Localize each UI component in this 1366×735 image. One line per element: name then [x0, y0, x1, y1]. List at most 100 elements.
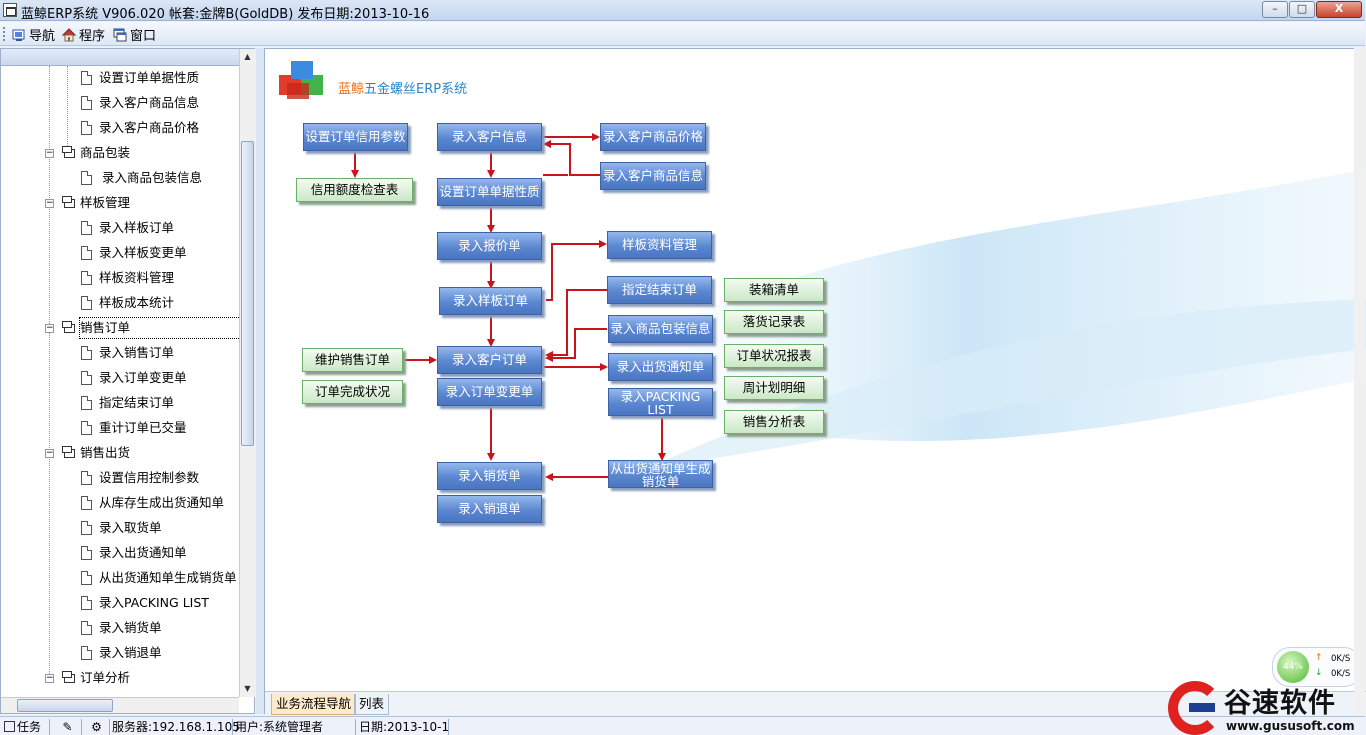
- collapse-icon[interactable]: −: [45, 323, 54, 333]
- tree-item-label: 录入商品包装信息: [102, 170, 203, 185]
- scrollbar-thumb[interactable]: [241, 141, 254, 446]
- tree-item[interactable]: 录入客户商品信息: [81, 93, 199, 113]
- flow-button-generate-sales[interactable]: 从出货通知单生成销货单: [608, 460, 713, 488]
- tree-item[interactable]: 录入订单变更单: [81, 368, 187, 388]
- scroll-up-icon[interactable]: ▲: [244, 52, 251, 61]
- tree-item-label: 录入客户商品信息: [99, 95, 200, 110]
- tab-flow-navigation[interactable]: 业务流程导航: [271, 694, 357, 715]
- status-edit-icon[interactable]: ✎: [54, 719, 82, 735]
- tree-group-order-analysis[interactable]: −订单分析: [45, 668, 130, 688]
- window-icon: [113, 28, 127, 41]
- menu-window[interactable]: 窗口: [112, 26, 156, 44]
- maximize-button[interactable]: □: [1289, 1, 1315, 18]
- download-speed: 0K/S: [1331, 669, 1351, 679]
- flow-button-ship-notice[interactable]: 录入出货通知单: [608, 353, 713, 381]
- tree-horizontal-scrollbar[interactable]: [1, 697, 239, 713]
- document-icon: [81, 546, 92, 560]
- status-tasks[interactable]: 任务: [2, 719, 50, 735]
- flow-button-sample-mgmt[interactable]: 样板资料管理: [607, 231, 712, 259]
- panel-splitter[interactable]: [256, 48, 264, 714]
- document-icon: [81, 171, 92, 185]
- tree-item[interactable]: 录入销售订单: [81, 343, 174, 363]
- tree-item[interactable]: 录入客户商品价格: [81, 118, 199, 138]
- folder-icon: [62, 321, 75, 333]
- flow-button-customer-order[interactable]: 录入客户订单: [437, 346, 542, 374]
- tree-item[interactable]: 录入出货通知单: [81, 543, 187, 563]
- brand-logo-bar: [1189, 703, 1215, 712]
- document-icon: [81, 71, 92, 85]
- tree-item[interactable]: 录入PACKING LIST: [81, 593, 209, 613]
- flow-button-quote[interactable]: 录入报价单: [437, 232, 542, 260]
- collapse-icon[interactable]: −: [45, 673, 54, 683]
- document-icon: [81, 346, 92, 360]
- flow-button-customer-price[interactable]: 录入客户商品价格: [600, 123, 706, 151]
- minimize-button[interactable]: –: [1262, 1, 1288, 18]
- tree-item-label: 重计订单已交量: [99, 420, 187, 435]
- report-button-order-status[interactable]: 订单完成状况: [302, 380, 403, 404]
- tree-item-label: 录入订单变更单: [99, 370, 187, 385]
- flow-button-order-change[interactable]: 录入订单变更单: [437, 378, 542, 406]
- status-network-icon[interactable]: ⚙: [84, 719, 110, 735]
- report-button-packing-list[interactable]: 装箱清单: [724, 278, 824, 302]
- collapse-icon[interactable]: −: [45, 448, 54, 458]
- tree-item[interactable]: 录入样板变更单: [81, 243, 187, 263]
- close-button[interactable]: X: [1316, 1, 1362, 18]
- document-icon: [81, 421, 92, 435]
- tree-item[interactable]: 从出货通知单生成销货单: [81, 568, 237, 588]
- document-icon: [81, 621, 92, 635]
- main-vertical-scrollbar[interactable]: [1354, 48, 1365, 714]
- tree-group-packaging[interactable]: −商品包装: [45, 143, 130, 163]
- report-button-credit-check[interactable]: 信用额度检查表: [296, 178, 413, 202]
- tree-item[interactable]: 录入商品包装信息: [81, 168, 202, 188]
- tree-group-sample[interactable]: −样板管理: [45, 193, 130, 213]
- tree-item[interactable]: 录入销退单: [81, 643, 162, 663]
- tree-item[interactable]: 样板资料管理: [81, 268, 174, 288]
- tree-item[interactable]: 从库存生成出货通知单: [81, 493, 224, 513]
- collapse-icon[interactable]: −: [45, 148, 54, 158]
- flow-button-end-order[interactable]: 指定结束订单: [607, 276, 712, 304]
- report-button-sales-analysis[interactable]: 销售分析表: [724, 410, 824, 434]
- tree-group-sales-order[interactable]: − 销售订单: [45, 317, 242, 339]
- tree-item[interactable]: 录入样板订单: [81, 218, 174, 238]
- toolbar-grip: [3, 27, 5, 41]
- flow-button-sample-order[interactable]: 录入样板订单: [439, 287, 542, 315]
- menu-navigation[interactable]: 导航: [11, 26, 55, 44]
- tree-item[interactable]: 样板成本统计: [81, 293, 174, 313]
- tree-item-label: 指定结束订单: [99, 395, 175, 410]
- folder-icon: [62, 146, 75, 158]
- report-button-shipping-record[interactable]: 落货记录表: [724, 310, 824, 334]
- navigation-icon: [12, 29, 25, 41]
- collapse-icon[interactable]: −: [45, 198, 54, 208]
- flow-button-credit-params[interactable]: 设置订单信用参数: [303, 123, 408, 151]
- flow-button-packing-info[interactable]: 录入商品包装信息: [608, 315, 713, 343]
- tree-item[interactable]: 设置信用控制参数: [81, 468, 199, 488]
- tree-group-label: 销售订单: [78, 317, 242, 339]
- report-button-order-status-report[interactable]: 订单状况报表: [724, 344, 824, 368]
- navigation-tree: 设置订单单据性质 录入客户商品信息 录入客户商品价格 −商品包装 录入商品包装信…: [1, 66, 242, 696]
- tree-item[interactable]: 设置订单单据性质: [81, 68, 199, 88]
- tasks-icon: [4, 721, 15, 732]
- tree-item-label: 录入客户商品价格: [99, 120, 200, 135]
- tab-list[interactable]: 列表: [354, 694, 390, 715]
- menu-program[interactable]: 程序: [61, 26, 105, 44]
- flow-button-customer-goods[interactable]: 录入客户商品信息: [600, 162, 706, 190]
- tree-item[interactable]: 录入取货单: [81, 518, 162, 538]
- brand-name: 谷速软件: [1224, 688, 1336, 719]
- packing-list-line1: 录入PACKING: [620, 389, 701, 404]
- flow-button-customer-info[interactable]: 录入客户信息: [437, 123, 542, 151]
- tree-item[interactable]: 重计订单已交量: [81, 418, 187, 438]
- document-icon: [81, 571, 92, 585]
- report-button-maintain-order[interactable]: 维护销售订单: [302, 348, 403, 372]
- flow-button-sales-return[interactable]: 录入销退单: [437, 495, 542, 523]
- tree-item[interactable]: 指定结束订单: [81, 393, 174, 413]
- flow-button-order-nature[interactable]: 设置订单单据性质: [437, 178, 542, 206]
- report-button-weekly-plan[interactable]: 周计划明细: [724, 376, 824, 400]
- tree-connector: [49, 66, 50, 676]
- scrollbar-thumb[interactable]: [17, 699, 113, 712]
- tree-group-sales-shipping[interactable]: −销售出货: [45, 443, 130, 463]
- flow-button-sales-bill[interactable]: 录入销货单: [437, 462, 542, 490]
- scroll-down-icon[interactable]: ▼: [244, 684, 251, 693]
- tree-item[interactable]: 录入销货单: [81, 618, 162, 638]
- tree-vertical-scrollbar[interactable]: ▲ ▼: [239, 49, 255, 697]
